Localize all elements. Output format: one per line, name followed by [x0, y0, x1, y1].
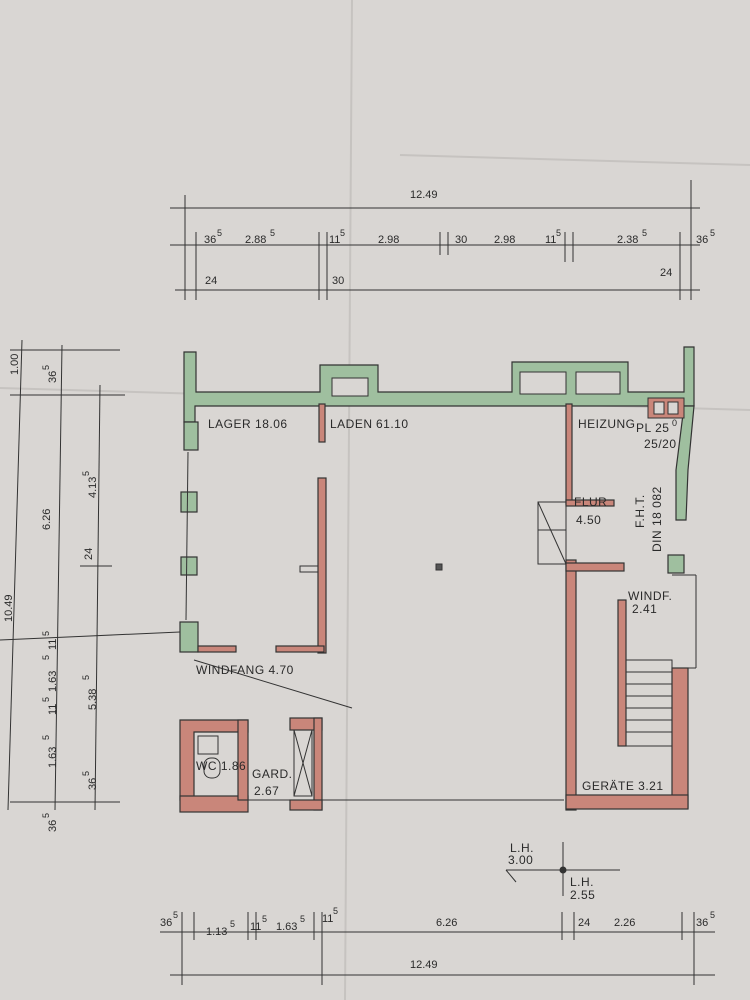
label-lh1-value: 3.00 — [508, 853, 533, 867]
bottom-dim-24: 24 — [578, 917, 590, 929]
walls-red — [179, 403, 689, 813]
left-dim-36: 36 — [47, 371, 59, 383]
left-dim-163-a-sup: 5 — [41, 655, 51, 660]
left-dim-11-a: 11 — [47, 639, 59, 650]
label-lh2-value: 2.55 — [570, 888, 595, 902]
top-dim-288: 2.88 — [245, 234, 266, 246]
top-dim-36-sup: 5 — [217, 228, 222, 238]
left-dim-24: 24 — [83, 548, 95, 560]
bottom-dim-36-left-sup: 5 — [173, 910, 178, 920]
top-dim-298b: 2.98 — [494, 234, 515, 246]
top-dim-30: 30 — [455, 234, 467, 246]
top-dim-11a-sup: 5 — [340, 228, 345, 238]
bottom-dim-113-sup: 5 — [230, 919, 235, 929]
top-dim-36-right: 36 — [696, 234, 708, 246]
left-dimension-lines — [0, 339, 181, 811]
bottom-dim-163: 1.63 — [276, 921, 297, 933]
label-windf: WINDF. — [628, 589, 672, 603]
top-dim-36-right-sup: 5 — [710, 228, 715, 238]
bottom-dim-36-right-sup: 5 — [710, 910, 715, 920]
label-flur: FLUR — [574, 495, 607, 509]
bottom-dim-11b-sup: 5 — [333, 906, 338, 916]
label-laden: LADEN — [330, 417, 373, 431]
left-dim-413: 4.13 — [87, 477, 99, 498]
left-dim-163-b-sup: 5 — [41, 735, 51, 740]
label-pl-sup: 0 — [672, 418, 678, 428]
label-geraete: GERÄTE 3.21 — [582, 779, 664, 793]
left-dim-36-bottom-sup: 5 — [41, 813, 51, 818]
left-dim-538: 5.38 — [87, 689, 99, 710]
top-dim-24-right: 24 — [660, 267, 672, 279]
bottom-dim-113: 1.13 — [206, 926, 227, 938]
top-dim-30-b: 30 — [332, 275, 344, 287]
top-dim-11b: 11 — [545, 234, 556, 246]
bottom-dim-163-sup: 5 — [300, 914, 305, 924]
stair-treads — [626, 671, 672, 733]
chimney — [647, 397, 685, 419]
left-dim-163-a: 1.63 — [47, 671, 59, 692]
bottom-dim-11a: 11 — [250, 921, 261, 933]
level-marker — [505, 842, 620, 896]
top-dim-11b-sup: 5 — [556, 228, 561, 238]
left-dim-538-sup: 5 — [81, 675, 91, 680]
window-openings — [331, 371, 621, 397]
bottom-overall-dimension: 12.49 — [410, 959, 438, 971]
label-pl: PL 25 — [636, 421, 669, 435]
label-gard-area: 2.67 — [254, 784, 279, 798]
bottom-dim-36-left: 36 — [160, 917, 172, 929]
bottom-dimension-row: 36 5 1.13 5 11 5 1.63 5 11 5 6.26 24 2.2… — [160, 906, 715, 938]
label-lager: LAGER 18.06 — [208, 417, 288, 431]
left-dim-413-sup: 5 — [81, 471, 91, 476]
left-dim-100: 1.00 — [9, 354, 21, 375]
left-dim-36-sup: 5 — [41, 365, 51, 370]
fixtures — [185, 451, 697, 801]
bottom-dim-36-right: 36 — [696, 917, 708, 929]
left-dim-11-a-sup: 5 — [41, 631, 51, 636]
top-dimension-lines — [170, 180, 700, 300]
top-dim-238-sup: 5 — [642, 228, 647, 238]
left-dim-11-b-sup: 5 — [41, 697, 51, 702]
bottom-dimension-lines — [160, 912, 715, 985]
left-dim-163-b: 1.63 — [47, 747, 59, 768]
label-flur-area: 4.50 — [576, 513, 601, 527]
top-dim-288-sup: 5 — [270, 228, 275, 238]
left-dimension-labels: 1.00 36 5 6.26 4.13 5 24 10.49 11 5 1.63… — [3, 354, 99, 832]
top-dim-36: 36 — [204, 234, 216, 246]
label-windf-area: 2.41 — [632, 602, 657, 616]
left-dim-11-b: 11 — [47, 704, 59, 715]
label-gard: GARD. — [252, 767, 293, 781]
left-dim-626: 6.26 — [41, 509, 53, 530]
top-overall-dimension: 12.49 — [410, 189, 438, 201]
bottom-dim-226: 2.26 — [614, 917, 635, 929]
room-labels: LAGER 18.06 LADEN 61.10 HEIZUNG PL 25 0 … — [196, 417, 678, 902]
left-dim-36-mid-sup: 5 — [81, 771, 91, 776]
label-pl-size: 25/20 — [644, 437, 677, 451]
left-dim-36-bottom: 36 — [47, 820, 59, 832]
label-windfang: WINDFANG 4.70 — [196, 663, 294, 677]
top-dim-24-left: 24 — [205, 275, 217, 287]
top-dim-298a: 2.98 — [378, 234, 399, 246]
bottom-dim-626: 6.26 — [436, 917, 457, 929]
label-fht: F.H.T. — [633, 494, 647, 528]
top-dimension-row1: 36 5 2.88 5 11 5 2.98 30 2.98 11 5 2.38 … — [204, 228, 715, 246]
top-dim-238: 2.38 — [617, 234, 638, 246]
label-lh2: L.H. — [570, 875, 594, 889]
top-dim-11a: 11 — [329, 234, 340, 246]
bottom-dim-11b: 11 — [322, 913, 333, 925]
left-dim-36-mid: 36 — [87, 778, 99, 790]
walls-green — [179, 346, 695, 653]
label-din: DIN 18 082 — [650, 486, 664, 552]
left-dim-1049: 10.49 — [3, 594, 15, 622]
label-heizung: HEIZUNG — [578, 417, 636, 431]
bottom-dim-11a-sup: 5 — [262, 914, 267, 924]
label-wc: WC 1.86 — [196, 759, 246, 773]
label-laden-area: 61.10 — [376, 417, 409, 431]
label-lh1: L.H. — [510, 841, 534, 855]
top-dimension-row2: 24 30 24 — [205, 267, 672, 287]
